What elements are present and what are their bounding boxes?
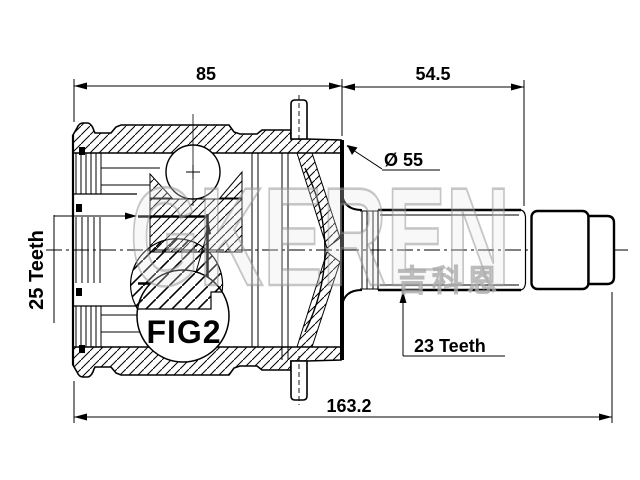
circlip-section	[79, 345, 85, 353]
dim-163-2-label: 163.2	[326, 396, 371, 416]
shaft-end-pilot	[587, 214, 616, 286]
fig2-label: FIG2	[146, 314, 221, 350]
housing-bottom-wall	[72, 346, 342, 378]
arrowhead	[74, 413, 87, 421]
arrowhead	[329, 82, 342, 90]
circlip-section	[76, 288, 82, 296]
arrowhead	[342, 83, 355, 91]
fig2-detail-balloon: FIG2	[130, 224, 230, 363]
housing-top-wall	[72, 122, 342, 154]
watermark: GKEREN 吉科恩	[129, 157, 512, 317]
leader-arrowhead	[204, 224, 211, 236]
housing-section	[71, 122, 342, 378]
circlip-section	[76, 204, 82, 212]
housing-inner-sphere-arc	[304, 167, 326, 333]
dim-85-label: 85	[196, 64, 216, 84]
shaft-groove	[520, 209, 527, 291]
arrowhead	[74, 82, 87, 90]
right-spline-teeth-label: 23 Teeth	[414, 336, 486, 356]
watermark-latin-text: GKEREN	[130, 158, 510, 315]
watermark-cjk-text: 吉科恩	[397, 265, 502, 298]
shaft-cylinder	[530, 209, 590, 291]
dia-55-label: Ø 55	[384, 150, 423, 170]
arrowhead	[511, 83, 524, 91]
dimensions: 85 54.5 163.2 Ø 55 23 Teeth 25 Teeth	[26, 64, 613, 423]
boot-clamp-tabs	[290, 95, 308, 405]
detail-hatch-region	[130, 238, 224, 310]
arrowhead	[599, 413, 612, 421]
left-spline-teeth-label: 25 Teeth	[26, 230, 48, 310]
dim-54-5-label: 54.5	[415, 64, 450, 84]
arrowhead	[347, 145, 358, 155]
shaft-section	[340, 140, 616, 360]
arrowhead	[125, 212, 137, 220]
circlip-section	[79, 147, 85, 155]
arrowhead	[399, 291, 407, 303]
ball-and-inner-race	[149, 114, 243, 253]
